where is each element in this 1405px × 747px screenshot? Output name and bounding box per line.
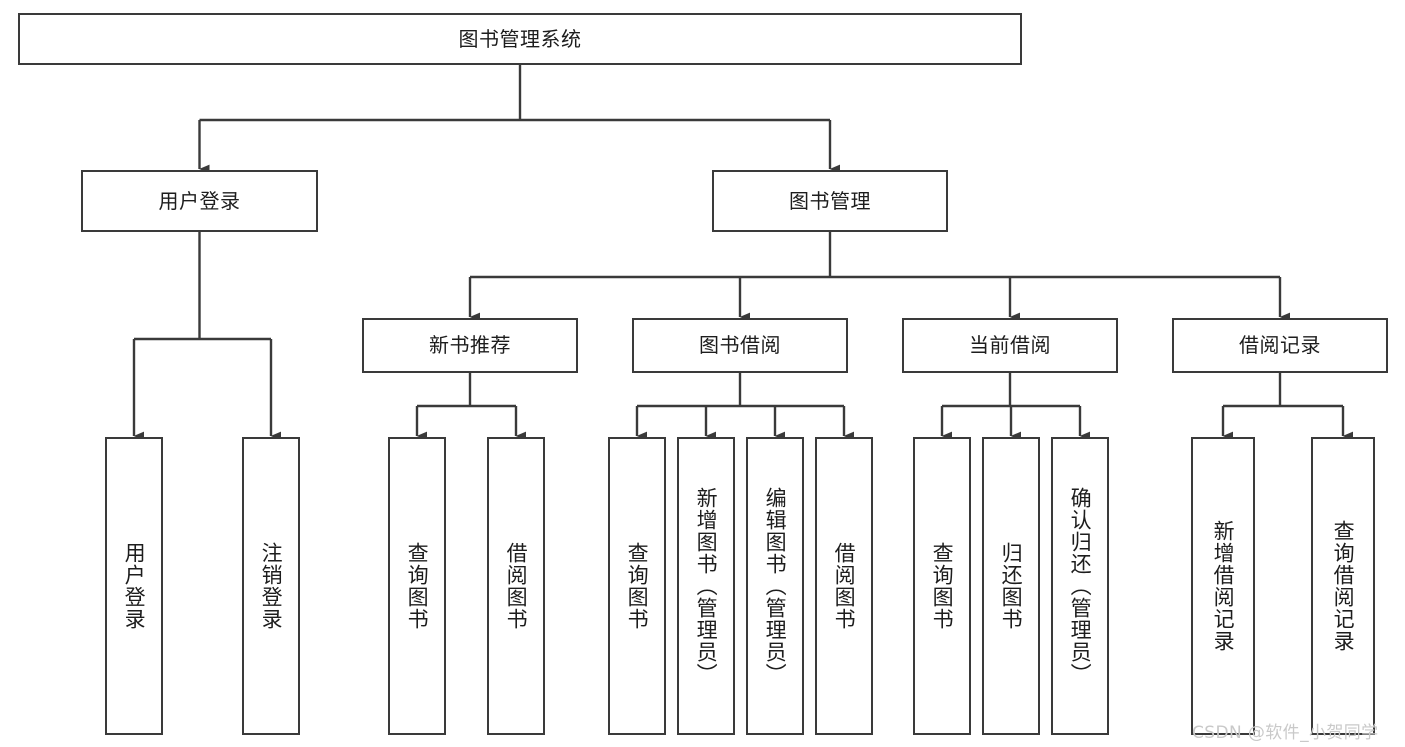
node-label: 借阅图书 [504, 542, 529, 630]
node-label: 新书推荐 [429, 333, 511, 358]
node-label: 确认归还（管理员） [1068, 487, 1093, 685]
node-leaf-user-logout[interactable]: 注销登录 [242, 437, 300, 735]
node-label: 图书借阅 [699, 333, 781, 358]
node-new-book-rec[interactable]: 新书推荐 [362, 318, 578, 373]
node-label: 新增图书（管理员） [694, 487, 719, 685]
node-label: 图书管理系统 [458, 26, 582, 51]
edge-group [132, 65, 1354, 441]
node-label: 查询借阅记录 [1331, 520, 1356, 652]
node-leaf-rec-query[interactable]: 查询图书 [388, 437, 446, 735]
watermark-text: CSDN @软件_小贺同学 [1192, 723, 1379, 743]
node-label: 编辑图书（管理员） [763, 487, 788, 685]
node-current-borrow[interactable]: 当前借阅 [902, 318, 1118, 373]
node-label: 查询图书 [930, 542, 955, 630]
node-label: 借阅图书 [832, 542, 857, 630]
node-label: 当前借阅 [969, 333, 1051, 358]
node-label: 查询图书 [625, 542, 650, 630]
node-leaf-cur-query[interactable]: 查询图书 [913, 437, 971, 735]
node-leaf-brw-add[interactable]: 新增图书（管理员） [677, 437, 735, 735]
node-leaf-brw-edit[interactable]: 编辑图书（管理员） [746, 437, 804, 735]
node-leaf-cur-confirm[interactable]: 确认归还（管理员） [1051, 437, 1109, 735]
node-label: 借阅记录 [1239, 333, 1321, 358]
node-leaf-rec-search[interactable]: 查询借阅记录 [1311, 437, 1375, 735]
node-root[interactable]: 图书管理系统 [18, 13, 1022, 65]
node-user-login[interactable]: 用户登录 [81, 170, 318, 232]
node-leaf-cur-return[interactable]: 归还图书 [982, 437, 1040, 735]
node-book-manage[interactable]: 图书管理 [712, 170, 948, 232]
node-label: 归还图书 [999, 542, 1024, 630]
node-label: 查询图书 [405, 542, 430, 630]
node-leaf-brw-query[interactable]: 查询图书 [608, 437, 666, 735]
node-label: 用户登录 [158, 188, 241, 213]
node-leaf-brw-borrow[interactable]: 借阅图书 [815, 437, 873, 735]
node-leaf-user-login[interactable]: 用户登录 [105, 437, 163, 735]
node-label: 用户登录 [122, 542, 147, 630]
node-label: 新增借阅记录 [1211, 520, 1236, 652]
node-label: 注销登录 [259, 542, 284, 630]
node-leaf-rec-borrow[interactable]: 借阅图书 [487, 437, 545, 735]
node-borrow-record[interactable]: 借阅记录 [1172, 318, 1388, 373]
node-label: 图书管理 [789, 188, 871, 213]
node-leaf-rec-add[interactable]: 新增借阅记录 [1191, 437, 1255, 735]
node-book-borrow[interactable]: 图书借阅 [632, 318, 848, 373]
